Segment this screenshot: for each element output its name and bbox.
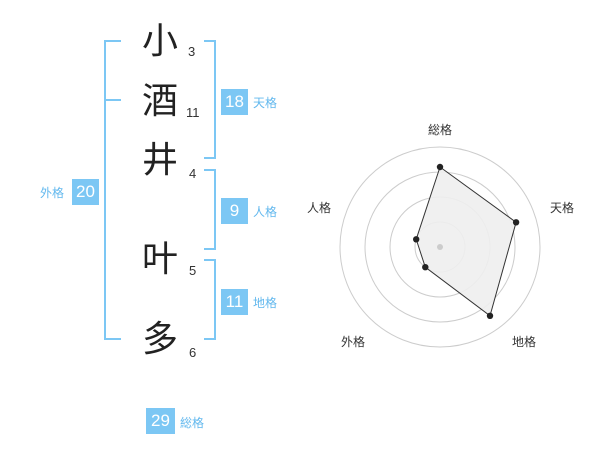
soukaku-label: 総格 <box>180 416 205 430</box>
jinkaku-bracket <box>204 169 216 250</box>
gaikaku-value: 20 <box>72 179 99 205</box>
radar-point-5 <box>413 236 420 243</box>
radar-points <box>413 163 520 319</box>
name-char-4: 叶 <box>142 239 179 280</box>
radar-axis-label-chikaku: 地格 <box>512 335 537 349</box>
stroke-count-3: 4 <box>189 166 197 181</box>
gaikaku-label: 外格 <box>40 186 65 200</box>
stroke-count-5: 6 <box>189 345 197 360</box>
tenkaku-value: 18 <box>221 89 248 115</box>
name-char-2: 酒 <box>142 81 179 122</box>
stroke-count-4: 5 <box>189 263 197 278</box>
radar-point-2 <box>512 219 520 226</box>
chikaku-value: 11 <box>221 289 248 315</box>
jinkaku-label: 人格 <box>253 205 278 219</box>
radar-axis-label-sokaku: 総格 <box>428 123 453 137</box>
soukaku-value: 29 <box>146 408 175 434</box>
name-char-3: 井 <box>142 140 179 181</box>
radar-point-1 <box>436 163 444 171</box>
gaikaku-bracket <box>104 40 121 340</box>
radar-point-4 <box>422 264 429 271</box>
name-char-1: 小 <box>142 21 179 62</box>
radar-axis-label-tenkaku: 天格 <box>550 201 575 215</box>
radar-axis-label-jinkaku: 人格 <box>307 201 332 215</box>
name-char-5: 多 <box>142 319 179 360</box>
stroke-count-1: 3 <box>188 44 196 59</box>
chikaku-label: 地格 <box>253 296 278 310</box>
radar-ring-4 <box>339 146 541 348</box>
radar-center-dot <box>437 244 443 250</box>
radar-point-3 <box>486 312 494 319</box>
stroke-count-2: 11 <box>186 105 200 120</box>
radar-axis-label-gaikaku: 外格 <box>341 335 366 349</box>
tenkaku-bracket <box>204 40 216 159</box>
chikaku-bracket <box>204 259 216 340</box>
jinkaku-value: 9 <box>221 198 248 224</box>
radar-area <box>415 166 517 317</box>
tenkaku-label: 天格 <box>253 96 278 110</box>
